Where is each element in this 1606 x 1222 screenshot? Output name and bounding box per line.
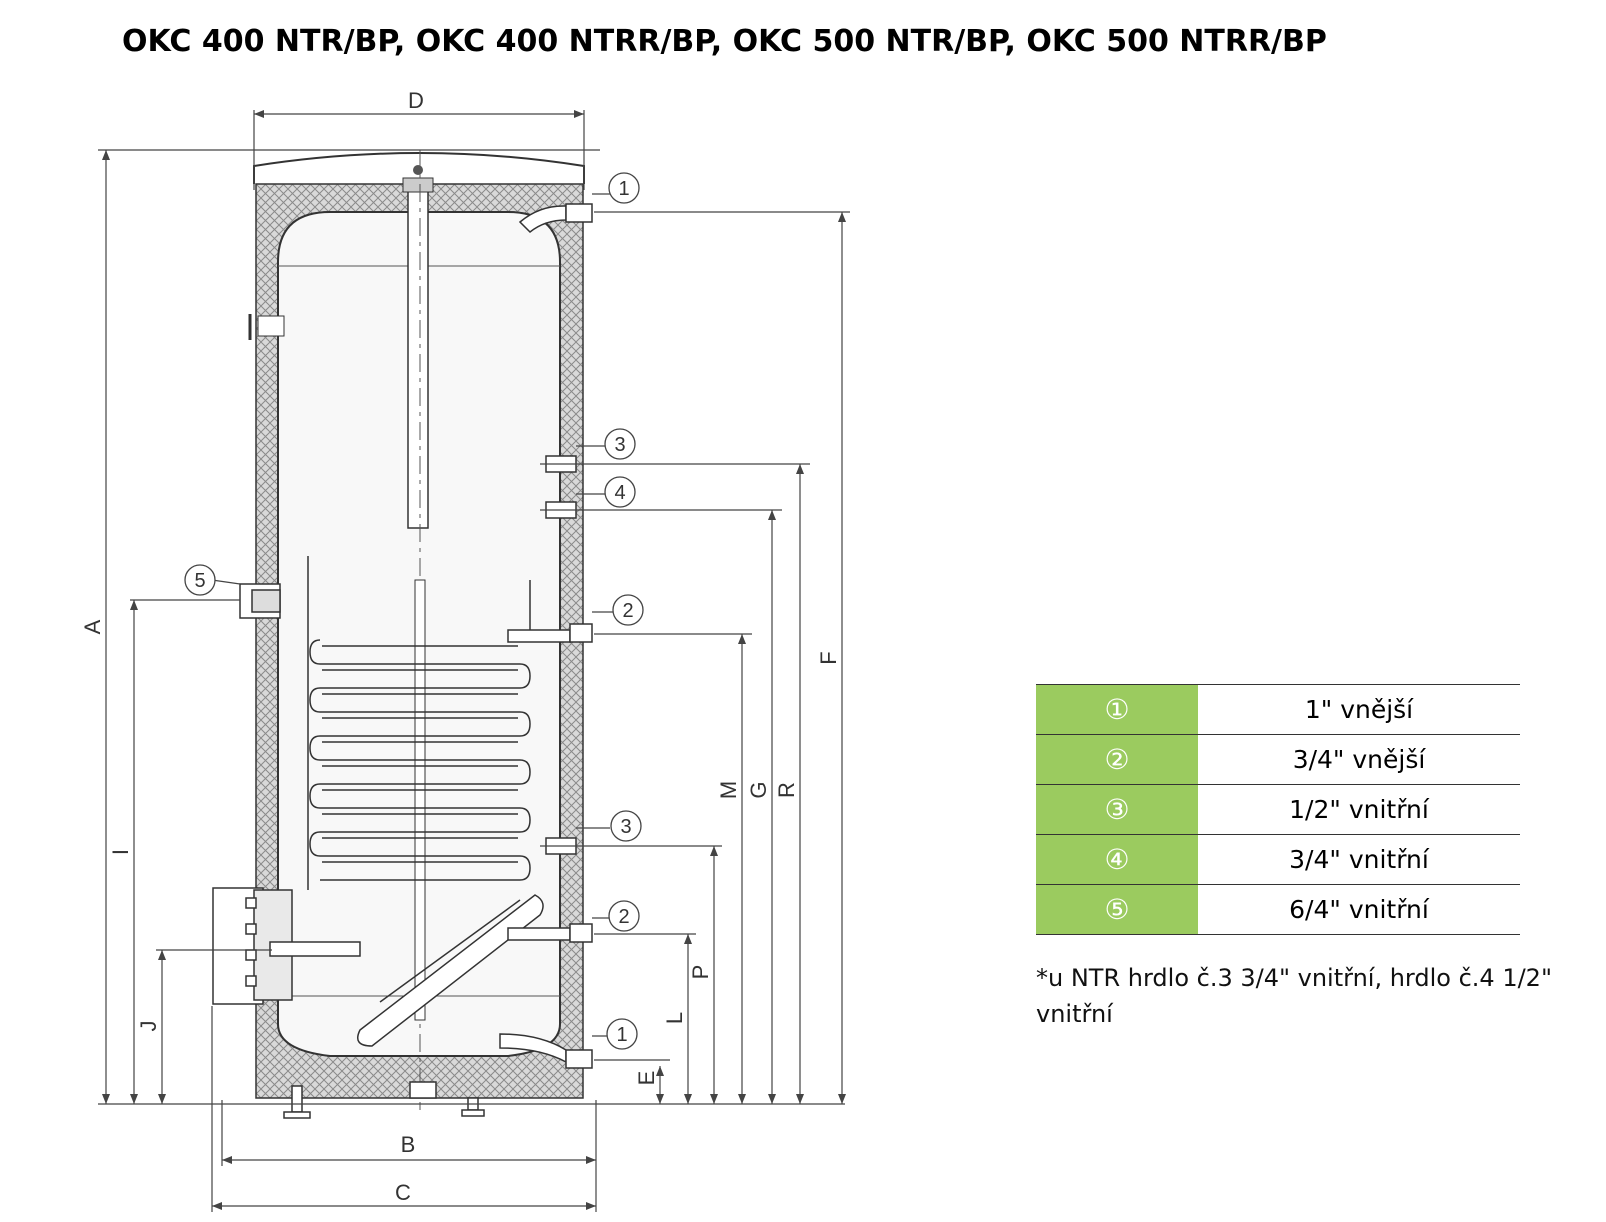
- callout-5: 5: [194, 570, 205, 592]
- page-title: OKC 400 NTR/BP, OKC 400 NTRR/BP, OKC 500…: [122, 24, 1327, 59]
- dim-label-m: M: [716, 781, 741, 799]
- legend-value: 6/4" vnitřní: [1198, 884, 1520, 935]
- callout-markers: [184, 172, 644, 1050]
- callout-1-top: 1: [618, 178, 629, 200]
- anode-rod: [402, 165, 434, 529]
- right-nozzles: [499, 203, 593, 1069]
- legend-symbol: ④: [1036, 834, 1198, 885]
- callout-1-bottom: 1: [616, 1024, 627, 1046]
- dim-label-i: I: [108, 849, 133, 855]
- callout-3-lower: 3: [620, 816, 631, 838]
- callout-4: 4: [614, 482, 625, 504]
- sensor-port: [257, 315, 285, 337]
- legend-value: 3/4" vnitřní: [1198, 834, 1520, 885]
- thermometer-sleeve: [414, 579, 426, 1021]
- dim-label-p: P: [688, 965, 713, 980]
- nozzle-5: [239, 583, 281, 619]
- connection-legend-table: ① 1" vnější ② 3/4" vnější ③ 1/2" vnitřní…: [1036, 684, 1520, 935]
- dim-label-j: J: [136, 1021, 161, 1032]
- legend-symbol: ⑤: [1036, 884, 1198, 935]
- legend-value: 3/4" vnější: [1198, 734, 1520, 785]
- dim-label-g: G: [746, 781, 771, 798]
- legend-row: ② 3/4" vnější: [1036, 734, 1520, 785]
- legend-row: ① 1" vnější: [1036, 684, 1520, 735]
- dimension-arrows: [102, 110, 846, 1210]
- dim-label-l: L: [662, 1012, 687, 1024]
- legend-row: ③ 1/2" vnitřní: [1036, 784, 1520, 835]
- dim-label-r: R: [774, 782, 799, 798]
- top-cover: [253, 152, 585, 184]
- dim-label-c: C: [395, 1180, 411, 1205]
- dim-label-b: B: [401, 1132, 416, 1157]
- callout-2-upper: 2: [622, 600, 633, 622]
- dim-label-d: D: [408, 88, 424, 113]
- callout-2-lower: 2: [618, 906, 629, 928]
- legend-symbol: ①: [1036, 684, 1198, 735]
- dim-label-f: F: [816, 651, 841, 664]
- diagonal-heating-element: [357, 894, 544, 1047]
- legend-symbol: ③: [1036, 784, 1198, 835]
- legend-value: 1" vnější: [1198, 684, 1520, 735]
- legend-row: ⑤ 6/4" vnitřní: [1036, 884, 1520, 935]
- dim-label-a: A: [80, 619, 105, 634]
- callout-3-upper: 3: [614, 434, 625, 456]
- heat-exchanger-coil: [307, 556, 531, 890]
- legend-row: ④ 3/4" vnitřní: [1036, 834, 1520, 885]
- dim-label-e: E: [634, 1071, 659, 1086]
- footnote: *u NTR hrdlo č.3 3/4" vnitřní, hrdlo č.4…: [1036, 964, 1552, 1028]
- legend-value: 1/2" vnitřní: [1198, 784, 1520, 835]
- flange: [212, 887, 361, 1005]
- legend-symbol: ②: [1036, 734, 1198, 785]
